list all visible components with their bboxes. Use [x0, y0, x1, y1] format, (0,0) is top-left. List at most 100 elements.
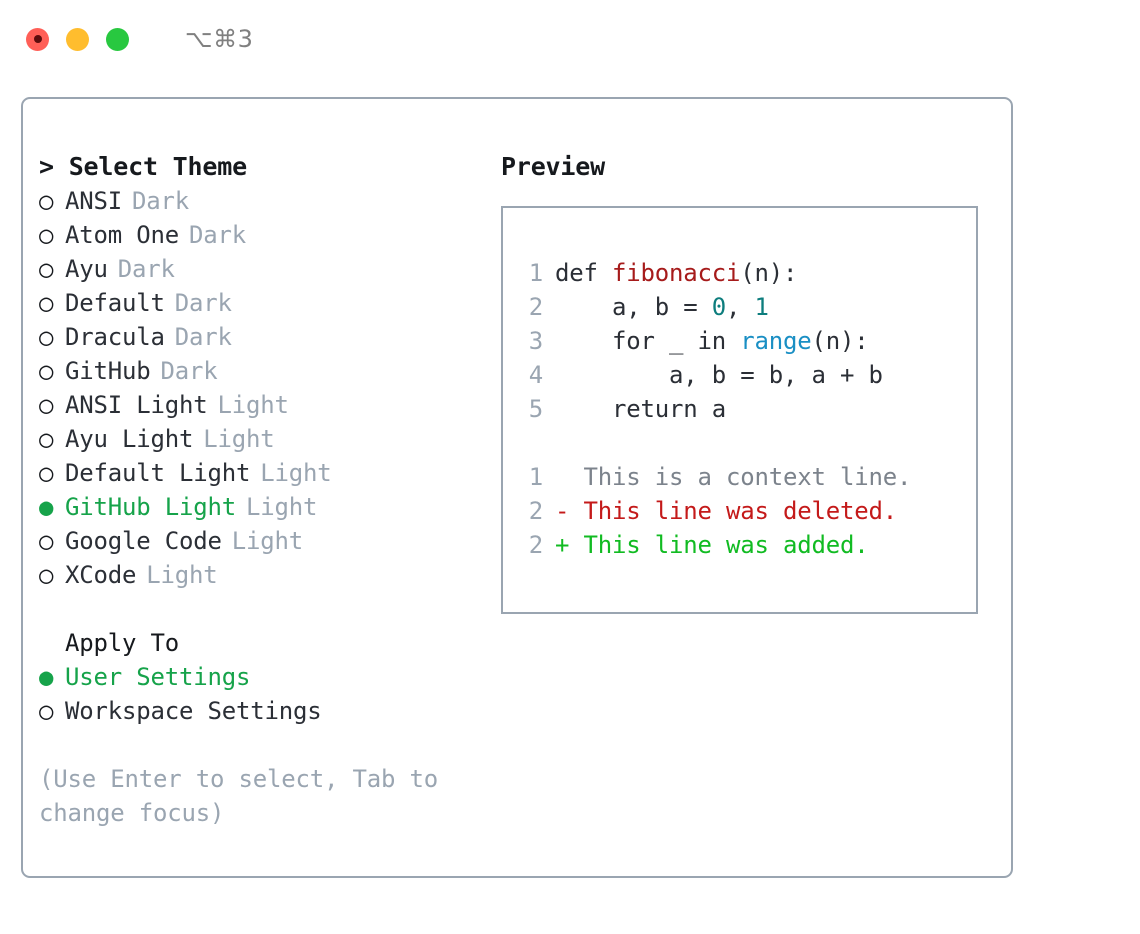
code-token-plain: , — [726, 293, 755, 321]
diff-line-text: - This line was deleted. — [555, 497, 897, 525]
theme-option-tag: Light — [231, 527, 303, 555]
code-token-builtin: range — [740, 327, 812, 355]
code-token-number: 0 — [711, 293, 726, 321]
minimize-button[interactable] — [66, 27, 89, 51]
apply-to-option[interactable]: ● User Settings — [39, 660, 494, 694]
code-line: 1 def fibonacci(n): — [521, 256, 976, 290]
code-token-plain: (n): — [811, 327, 869, 355]
radio-unselected-icon: ○ — [39, 357, 54, 385]
theme-option[interactable]: ○ Google Code Light — [39, 524, 494, 558]
theme-option-label: Ayu — [65, 255, 108, 283]
code-token-plain: def — [555, 259, 612, 287]
theme-option-label: ANSI Light — [65, 391, 208, 419]
radio-selected-icon: ● — [39, 493, 54, 521]
diff-line-number: 2 — [528, 497, 543, 525]
radio-unselected-icon: ○ — [39, 527, 54, 555]
theme-option-label: Google Code — [65, 527, 222, 555]
code-line: 5 return a — [521, 392, 976, 426]
theme-option-tag: Dark — [132, 187, 189, 215]
theme-option-label: GitHub Light — [65, 493, 236, 521]
diff-line-added: 2 + This line was added. — [521, 528, 976, 562]
maximize-button[interactable] — [106, 27, 129, 51]
theme-option-label: GitHub — [65, 357, 151, 385]
radio-unselected-icon: ○ — [39, 221, 54, 249]
code-line-number: 4 — [528, 361, 543, 389]
code-token-plain: (n): — [740, 259, 798, 287]
radio-unselected-icon: ○ — [39, 425, 54, 453]
code-line-number: 1 — [528, 259, 543, 287]
apply-to-option-label: User Settings — [65, 663, 251, 691]
code-line: 4 a, b = b, a + b — [521, 358, 976, 392]
code-line-content: for _ in range(n): — [555, 324, 869, 358]
theme-option[interactable]: ○ GitHub Dark — [39, 354, 494, 388]
radio-unselected-icon: ○ — [39, 561, 54, 589]
preview-title: Preview — [501, 152, 605, 181]
code-line-content: a, b = 0, 1 — [555, 290, 769, 324]
apply-to-option[interactable]: ○ Workspace Settings — [39, 694, 494, 728]
diff-line-number: 1 — [528, 463, 543, 491]
theme-option-tag: Light — [246, 493, 318, 521]
theme-option[interactable]: ● GitHub Light Light — [39, 490, 494, 524]
code-token-plain: a, b = b, a + b — [555, 361, 883, 389]
theme-option-tag: Dark — [160, 357, 218, 385]
radio-unselected-icon: ○ — [39, 289, 54, 317]
code-line-number: 2 — [528, 293, 543, 321]
code-token-function: fibonacci — [612, 259, 741, 287]
code-line-number: 5 — [528, 395, 543, 423]
shortcut-label: ⌥⌘3 — [185, 25, 254, 53]
code-line-content: a, b = b, a + b — [555, 358, 883, 392]
theme-option-label: Ayu Light — [65, 425, 194, 453]
diff-line-deleted: 2 - This line was deleted. — [521, 494, 976, 528]
apply-to-option-label: Workspace Settings — [65, 697, 322, 725]
code-line: 3 for _ in range(n): — [521, 324, 976, 358]
radio-unselected-icon: ○ — [39, 187, 54, 215]
theme-option-label: Dracula — [65, 323, 165, 351]
theme-option-tag: Dark — [189, 221, 246, 249]
spacer — [521, 426, 976, 460]
theme-option[interactable]: ○ Default Light Light — [39, 456, 494, 490]
theme-option-tag: Light — [260, 459, 332, 487]
diff-line-context: 1 This is a context line. — [521, 460, 976, 494]
theme-option[interactable]: ○ Ayu Light Light — [39, 422, 494, 456]
code-line: 2 a, b = 0, 1 — [521, 290, 976, 324]
close-button[interactable] — [26, 27, 49, 51]
code-line-number: 3 — [528, 327, 543, 355]
diff-line-number: 2 — [528, 531, 543, 559]
window-controls — [26, 27, 129, 51]
code-line-content: return a — [555, 392, 726, 426]
code-token-plain: a, b = — [555, 293, 712, 321]
radio-unselected-icon: ○ — [39, 697, 54, 725]
apply-to-header: Apply To — [65, 629, 179, 657]
radio-selected-icon: ● — [39, 663, 54, 691]
theme-option-label: Default Light — [65, 459, 251, 487]
theme-option-tag: Light — [217, 391, 289, 419]
theme-option-label: XCode — [65, 561, 137, 589]
keyboard-hint: (Use Enter to select, Tab to change focu… — [39, 765, 438, 827]
code-line-content: def fibonacci(n): — [555, 256, 797, 290]
code-token-plain: for _ in — [555, 327, 741, 355]
radio-unselected-icon: ○ — [39, 459, 54, 487]
theme-option-tag: Light — [203, 425, 275, 453]
select-theme-header: > Select Theme — [39, 152, 247, 181]
diff-line-text: This is a context line. — [555, 463, 912, 491]
theme-option-tag: Dark — [174, 323, 232, 351]
radio-unselected-icon: ○ — [39, 255, 54, 283]
diff-line-text: + This line was added. — [555, 531, 869, 559]
apply-to-section: Apply To ● User Settings ○ Workspace Settin… — [39, 626, 494, 728]
theme-option-label: Default — [65, 289, 165, 317]
apply-to-list: ● User Settings ○ Workspace Settings — [39, 660, 494, 728]
